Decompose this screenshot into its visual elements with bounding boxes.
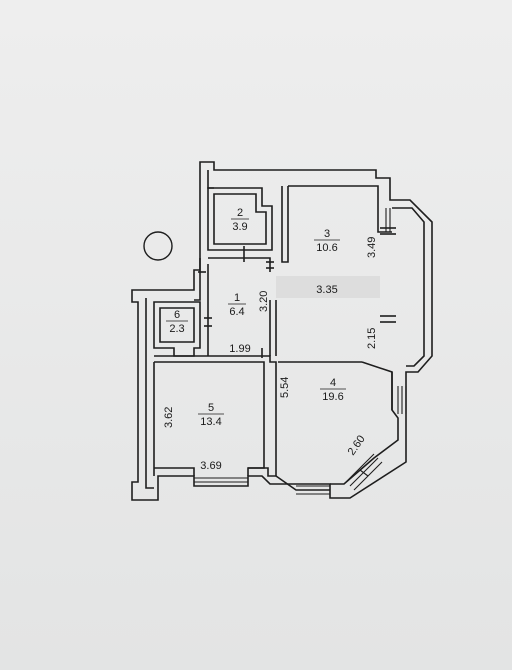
window-room4-bottom: [296, 485, 330, 495]
room-labels: 1 6.4 2 3.9 3 10.6 4 19.6 5 13.4 6 2.3: [166, 207, 346, 428]
room-4-area: 19.6: [322, 391, 343, 403]
room-1-area: 6.4: [229, 306, 244, 318]
dim-260: 2.60: [346, 433, 368, 457]
window-room4-right: [397, 386, 407, 414]
dim-554: 5.54: [279, 377, 291, 398]
dim-215: 2.15: [366, 328, 378, 349]
room-1-number: 1: [234, 292, 240, 304]
room-3-area: 10.6: [316, 242, 337, 254]
room-2-inner: [213, 193, 267, 245]
dim-349: 3.49: [366, 237, 378, 258]
room-5-number: 5: [208, 402, 214, 414]
dim-320: 3.20: [258, 291, 270, 312]
dim-369: 3.69: [200, 460, 221, 472]
window-room4-bay: [345, 453, 383, 491]
room-6-number: 6: [174, 309, 180, 321]
door-marks: [198, 227, 396, 358]
blurred-patch: [276, 276, 380, 298]
dim-362: 3.62: [163, 407, 175, 428]
room-2-number: 2: [237, 207, 243, 219]
room-6-area: 2.3: [169, 323, 184, 335]
room-5-area: 13.4: [200, 416, 221, 428]
room-2-walls: [207, 187, 273, 251]
room-3-number: 3: [324, 228, 330, 240]
dim-199: 1.99: [229, 343, 250, 355]
room-2-area: 3.9: [232, 221, 247, 233]
dimension-labels: 3.49 3.35 3.20 2.15 1.99 5.54 3.62 3.69 …: [163, 237, 378, 472]
stair-circle-symbol: [143, 231, 173, 261]
room-4-number: 4: [330, 377, 336, 389]
window-room5: [194, 477, 248, 487]
dim-335: 3.35: [316, 284, 337, 296]
